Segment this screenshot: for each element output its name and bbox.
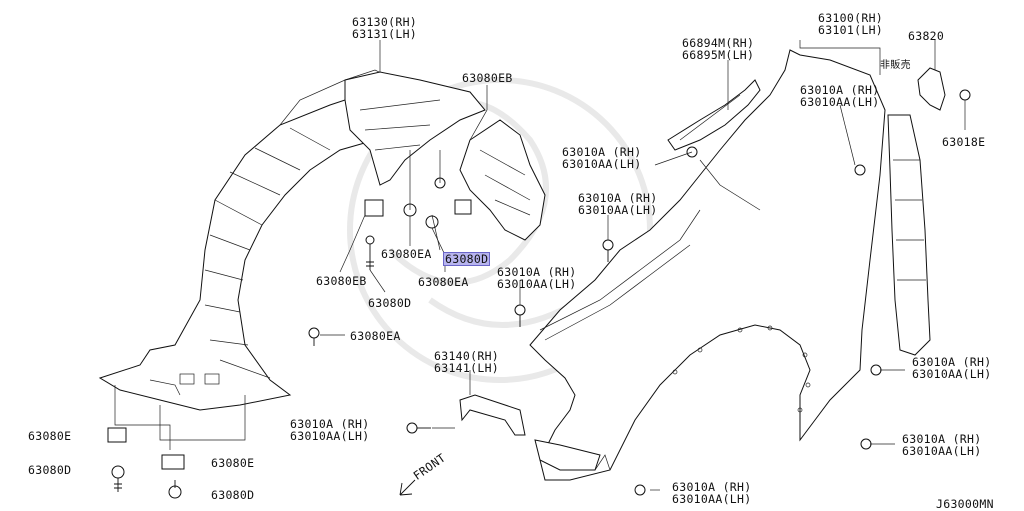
- lower-left-fasteners: [107, 385, 246, 499]
- splash-guard: [459, 119, 546, 241]
- label-63010a-rh-3: 63010A (RH): [578, 191, 658, 205]
- label-63080eb-top: 63080EB: [462, 71, 513, 85]
- leader-lines-left: [320, 40, 488, 336]
- label-63010aa-lh-8: 63010AA(LH): [672, 492, 752, 506]
- label-63010a-rh-4: 63010A (RH): [497, 265, 577, 279]
- label-63010aa-lh-2: 63010AA(LH): [562, 157, 642, 171]
- label-63010aa-lh-7: 63010AA(LH): [902, 444, 982, 458]
- label-63080d-2: 63080D: [368, 296, 412, 310]
- label-63820: 63820: [908, 29, 945, 43]
- label-63080d-4: 63080D: [211, 488, 255, 502]
- label-63131: 63131(LH): [352, 27, 418, 41]
- inner-fender-rear: [344, 71, 486, 186]
- label-63010a-rh-7: 63010A (RH): [902, 432, 982, 446]
- label-63010a-rh-6: 63010A (RH): [290, 417, 370, 431]
- label-63010aa-lh-1: 63010AA(LH): [800, 95, 880, 109]
- diagram-code: J63000MN: [936, 497, 994, 511]
- label-63080eb-2: 63080EB: [316, 274, 367, 288]
- fender-side-seal: [887, 67, 971, 356]
- label-63080d-highlighted: 63080D: [442, 252, 491, 266]
- label-63010a-rh-8: 63010A (RH): [672, 480, 752, 494]
- fender-bolts: [406, 146, 882, 496]
- label-63141: 63141(LH): [434, 361, 500, 375]
- label-63140: 63140(RH): [434, 349, 500, 363]
- front-arrow-icon: [399, 479, 416, 496]
- label-63010aa-lh-5: 63010AA(LH): [912, 367, 992, 381]
- label-66895m: 66895M(LH): [682, 48, 755, 62]
- label-63080ea-1: 63080EA: [381, 247, 432, 261]
- fender-clips: [308, 177, 472, 346]
- label-63130: 63130(RH): [352, 15, 418, 29]
- label-63080ea-3: 63080EA: [350, 329, 401, 343]
- label-63080ea-2: 63080EA: [418, 275, 469, 289]
- label-63101: 63101(LH): [818, 23, 884, 37]
- fender-seal: [667, 79, 761, 151]
- label-63010a-rh-5: 63010A (RH): [912, 355, 992, 369]
- fender-bracket: [459, 394, 601, 471]
- label-63010a-rh-1: 63010A (RH): [800, 83, 880, 97]
- label-63100: 63100(RH): [818, 11, 884, 25]
- label-63010aa-lh-4: 63010AA(LH): [497, 277, 577, 291]
- label-66894m: 66894M(RH): [682, 36, 755, 50]
- label-63018e: 63018E: [942, 135, 986, 149]
- label-not-sold: 非販売: [880, 60, 911, 71]
- label-63080e-2: 63080E: [211, 456, 255, 470]
- label-63010a-rh-2: 63010A (RH): [562, 145, 642, 159]
- label-63080d-3: 63080D: [28, 463, 72, 477]
- label-63010aa-lh-6: 63010AA(LH): [290, 429, 370, 443]
- label-63080e-1: 63080E: [28, 429, 72, 443]
- fender-panel: [529, 49, 886, 481]
- label-63010aa-lh-3: 63010AA(LH): [578, 203, 658, 217]
- leader-lines-right: [432, 40, 966, 491]
